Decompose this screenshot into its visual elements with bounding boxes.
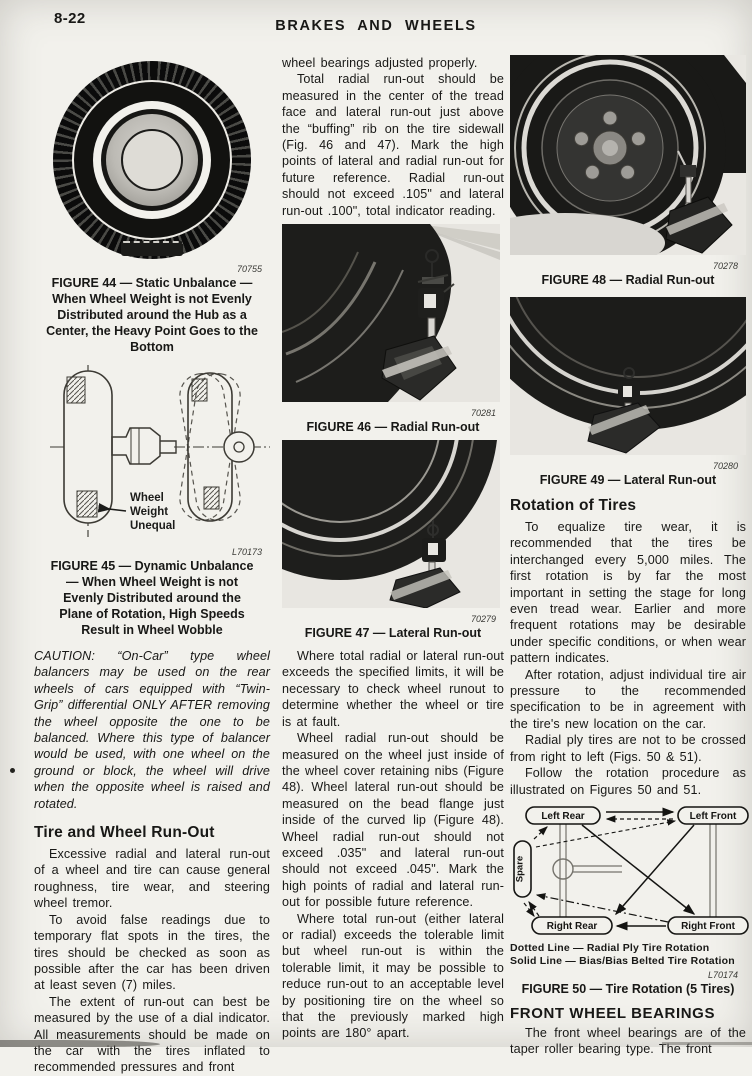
figure-44-caption: FIGURE 44 — Static Unbalance — When Whee… <box>46 276 258 354</box>
figure-44-photo-id: 70755 <box>236 264 262 274</box>
figure-50-caption: FIGURE 50 — Tire Rotation (5 Tires) <box>521 981 735 996</box>
right-column: 70278 FIGURE 48 — Radial Run-out 70280 F… <box>453 32 752 1058</box>
figure-45-image: Wheel Weight Unequal <box>50 365 270 537</box>
paragraph: Where total run-out (either lateral or r… <box>282 911 504 1041</box>
figure-46-caption: FIGURE 46 — Radial Run-out <box>306 420 480 435</box>
section-heading-tire-wheel-runout: Tire and Wheel Run-Out <box>34 824 215 842</box>
figure-50-diagram: Left Rear Left Front Spare Right Rear Ri… <box>513 806 749 935</box>
figure-50-drawing-id: L70174 <box>707 969 738 980</box>
figure-49-caption: FIGURE 49 — Lateral Run-out <box>539 473 717 487</box>
caution-paragraph: CAUTION: “On-Car” type wheel balancers m… <box>34 649 270 811</box>
label-right-rear: Right Rear <box>547 921 598 932</box>
center-cap-icon <box>121 129 183 191</box>
label-right-front: Right Front <box>681 921 736 932</box>
manual-page: { "header": { "page_number": "8-22", "ti… <box>0 10 752 1075</box>
label-spare: Spare <box>515 856 526 882</box>
scan-artifact-smudge <box>0 1040 160 1047</box>
page-title: BRAKES AND WHEELS <box>275 18 477 34</box>
paragraph: Where total radial or lateral run-out ex… <box>282 649 504 729</box>
figure-45-caption: FIGURE 45 — Dynamic Unbalance — When Whe… <box>50 559 254 637</box>
paragraph: Total radial run-out should be measured … <box>282 72 504 218</box>
paragraph: Excessive radial and lateral run-out of … <box>34 847 270 911</box>
paragraph: The extent of run-out can best be measur… <box>34 994 270 1075</box>
left-column: 70755 FIGURE 44 — Static Unbalance — Whe… <box>34 55 270 1076</box>
figure-48-image <box>465 32 746 273</box>
figure-48-photo-id: 70278 <box>712 261 738 271</box>
figure-49-photo-id: 70280 <box>712 461 738 471</box>
wheel-weight-icon <box>121 241 183 256</box>
page-number: 8-22 <box>54 10 86 27</box>
figure-47-caption: FIGURE 47 — Lateral Run-out <box>304 626 482 641</box>
label-left-front: Left Front <box>690 811 737 822</box>
paragraph: Wheel radial run-out should be measured … <box>282 731 504 910</box>
figure-50-legend-solid: Solid Line — Bias/Bias Belted Tire Rotat… <box>510 955 735 968</box>
wheel-weight-label: Wheel Weight Unequal <box>130 492 175 532</box>
paragraph: Follow the rotation procedure as illustr… <box>510 766 746 797</box>
figure-50-legend-dotted: Dotted Line — Radial Ply Tire Rotation <box>510 941 710 954</box>
section-heading-front-wheel-bearings: FRONT WHEEL BEARINGS <box>510 1004 716 1022</box>
paragraph: wheel bearings adjusted properly. <box>282 56 478 70</box>
figure-44-image <box>47 59 257 263</box>
paragraph: After rotation, adjust individual tire a… <box>510 667 746 731</box>
paragraph: To avoid false readings due to temporary… <box>34 912 270 993</box>
paragraph: Radial ply tires are not to be crossed f… <box>510 733 746 764</box>
scan-artifact-smudge <box>662 1042 752 1045</box>
figure-47-image <box>182 264 500 609</box>
figure-46-photo-id: 70281 <box>470 408 496 419</box>
figure-49-image <box>453 60 752 455</box>
scan-artifact-dot <box>10 768 15 773</box>
figure-47-photo-id: 70279 <box>470 614 496 625</box>
label-left-rear: Left Rear <box>541 811 584 822</box>
figure-45-drawing-id: L70173 <box>231 547 262 557</box>
figure-48-caption: FIGURE 48 — Radial Run-out <box>541 273 715 287</box>
middle-column: wheel bearings adjusted properly. Total … <box>182 55 504 1042</box>
paragraph: To equalize tire wear, it is recommended… <box>510 520 746 666</box>
section-heading-rotation-of-tires: Rotation of Tires <box>510 497 637 514</box>
figure-46-image <box>281 224 500 403</box>
